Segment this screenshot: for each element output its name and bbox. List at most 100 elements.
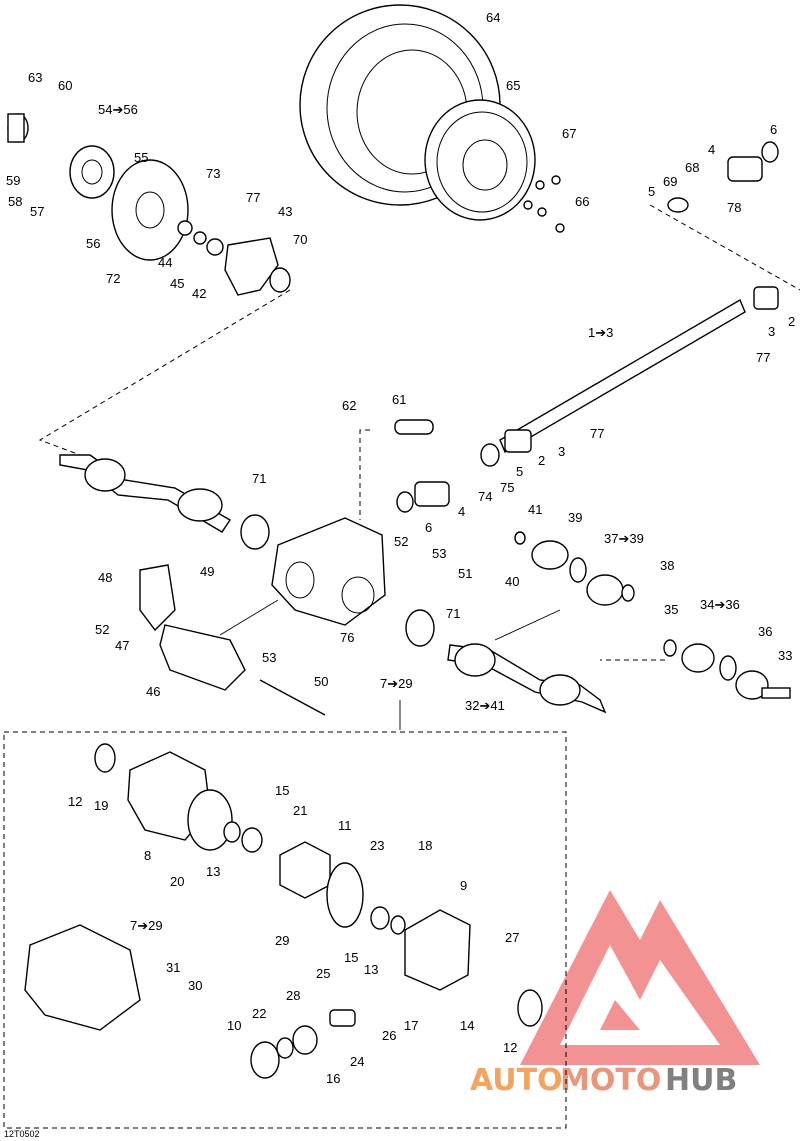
rim	[424, 99, 536, 221]
ring-41	[514, 531, 526, 545]
label-38: 38	[660, 558, 674, 573]
label-15-lower: 15	[344, 950, 358, 965]
label-41: 41	[528, 502, 542, 517]
label-58: 58	[8, 194, 22, 209]
knuckle	[224, 237, 291, 296]
label-47: 47	[115, 638, 129, 653]
label-7-29-upper: 7➔29	[380, 676, 413, 691]
label-68: 68	[685, 160, 699, 175]
label-8: 8	[144, 848, 151, 863]
seal-10	[250, 1041, 280, 1079]
inset-box	[3, 731, 567, 1129]
label-33: 33	[778, 648, 792, 663]
label-42: 42	[192, 286, 206, 301]
label-52-left: 52	[95, 622, 109, 637]
ring-45	[193, 231, 207, 245]
label-12-lower: 12	[503, 1040, 517, 1055]
label-13-upper: 13	[206, 864, 220, 879]
label-3-mid: 3	[558, 444, 565, 459]
label-45: 45	[170, 276, 184, 291]
bracket-47	[139, 564, 176, 632]
label-3-upper: 3	[768, 324, 775, 339]
dash-62-line	[359, 429, 370, 520]
bearing-15-lower	[370, 906, 390, 930]
label-75: 75	[500, 480, 514, 495]
label-24: 24	[350, 1054, 364, 1069]
cap-6-upper	[761, 141, 779, 163]
ring-42	[206, 238, 224, 256]
label-2-mid: 2	[538, 453, 545, 468]
label-6-upper: 6	[770, 122, 777, 137]
label-44: 44	[158, 255, 172, 270]
label-43: 43	[278, 204, 292, 219]
label-73: 73	[206, 166, 220, 181]
label-36: 36	[758, 624, 772, 639]
label-13-lower: 13	[364, 962, 378, 977]
drive-axle-right	[447, 643, 607, 714]
label-77-upper: 77	[756, 350, 770, 365]
bearing-16	[292, 1025, 318, 1055]
label-49: 49	[200, 564, 214, 579]
label-10: 10	[227, 1018, 241, 1033]
front-differential	[271, 517, 386, 626]
label-17: 17	[404, 1018, 418, 1033]
brake-disc	[111, 159, 189, 261]
bearing-22	[276, 1037, 294, 1059]
sleeve-4-mid	[414, 481, 450, 507]
diagram-code: 12T0502	[4, 1129, 40, 1139]
label-55: 55	[134, 150, 148, 165]
label-25: 25	[316, 966, 330, 981]
label-30: 30	[188, 978, 202, 993]
wheel-hub	[69, 145, 115, 199]
bearing-13-lower	[390, 915, 406, 935]
label-74: 74	[478, 489, 492, 504]
label-56: 56	[86, 236, 100, 251]
label-5-upper: 5	[648, 184, 655, 199]
boot-37	[586, 574, 624, 606]
dash-wheel-to-shaft	[649, 204, 800, 291]
clamp-38	[621, 584, 635, 602]
sleeve-4-upper	[727, 156, 763, 182]
label-76: 76	[340, 630, 354, 645]
label-48: 48	[98, 570, 112, 585]
label-34-36: 34➔36	[700, 597, 740, 612]
label-71-left: 71	[252, 471, 266, 486]
label-21: 21	[293, 803, 307, 818]
pinion-25	[329, 1009, 356, 1027]
label-53-upper: 53	[432, 546, 446, 561]
skid-plate-46	[159, 624, 246, 691]
label-37-39: 37➔39	[604, 531, 644, 546]
label-63: 63	[28, 70, 42, 85]
label-60: 60	[58, 78, 72, 93]
label-16: 16	[326, 1071, 340, 1086]
joint-33	[735, 670, 791, 700]
clamp-39	[569, 557, 587, 583]
seal-71-left	[240, 514, 270, 550]
arrow-to-diff-right	[494, 609, 561, 641]
label-65: 65	[506, 78, 520, 93]
label-14: 14	[460, 1018, 474, 1033]
label-57: 57	[30, 204, 44, 219]
label-69: 69	[663, 174, 677, 189]
clamp-5-upper	[667, 197, 689, 213]
label-66: 66	[575, 194, 589, 209]
o-ring-20	[187, 789, 233, 851]
wheel-nuts	[523, 175, 565, 233]
label-77-lower: 77	[590, 426, 604, 441]
watermark-word-moto: MOTO	[560, 1063, 661, 1098]
label-22: 22	[252, 1006, 266, 1021]
label-39: 39	[568, 510, 582, 525]
label-54-56: 54➔56	[98, 102, 138, 117]
label-29: 29	[275, 933, 289, 948]
label-46: 46	[146, 684, 160, 699]
axle-shaft-1-3	[499, 298, 746, 454]
cap-6-mid	[396, 491, 414, 513]
watermark-logo	[520, 890, 760, 1065]
seal-12-upper	[94, 743, 116, 773]
label-1-3: 1➔3	[588, 325, 613, 340]
label-62: 62	[342, 398, 356, 413]
label-78: 78	[727, 200, 741, 215]
label-67: 67	[562, 126, 576, 141]
ring-gear-23	[326, 862, 364, 928]
